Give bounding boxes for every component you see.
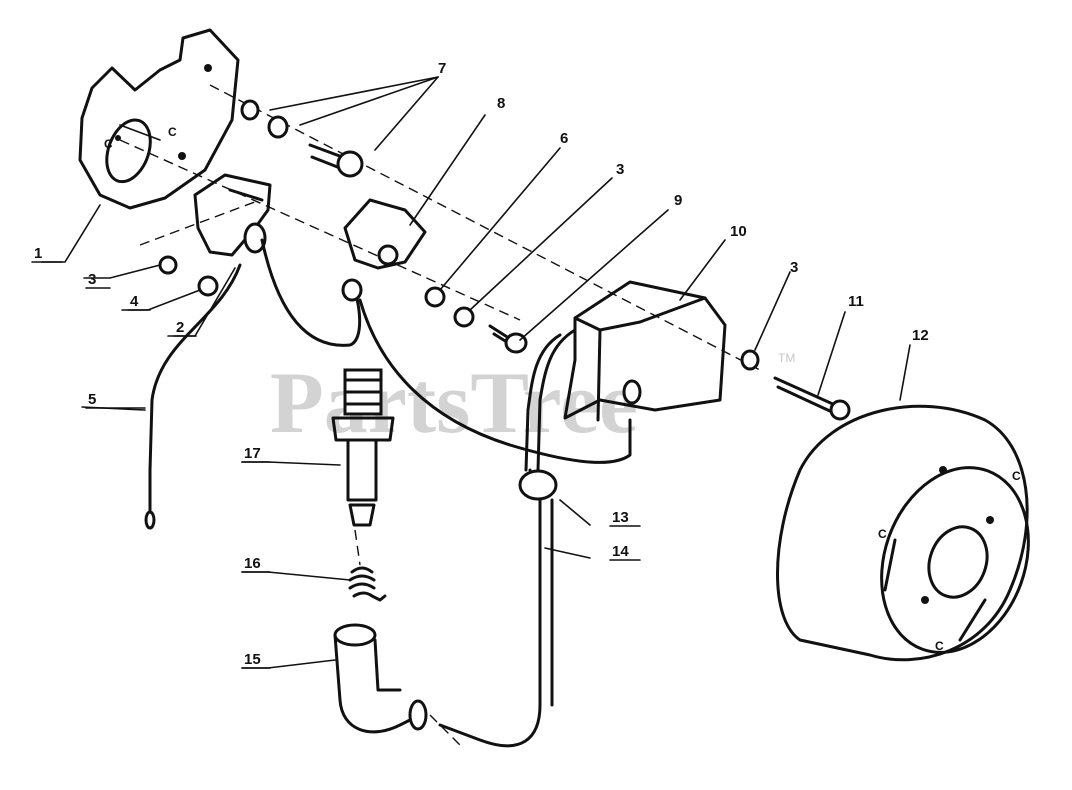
watermark-tm: TM [778,351,795,365]
callout-1: 1 [34,245,42,262]
part-17-spark-plug [331,368,395,527]
watermark-text: PartsTree [270,355,638,452]
svg-text:C: C [168,125,177,139]
svg-text:C: C [878,527,887,541]
callout-17: 17 [244,445,261,462]
callout-13: 13 [612,509,629,526]
callout-11: 11 [848,293,864,310]
svg-text:C: C [935,639,944,653]
callout-labels: 1 2 3 3 3 4 5 6 7 8 9 10 11 12 13 14 15 … [34,60,929,668]
part-7-washers-screw [240,99,364,178]
part-1-stator-plate: C C [78,28,240,210]
part-12-flywheel: C C C [776,404,1030,662]
part-6-3-9-fasteners [424,286,528,354]
callout-3-center: 3 [616,161,624,178]
callout-9: 9 [674,192,682,209]
callout-16: 16 [244,555,261,572]
part-13-14-grommet-lead [438,328,577,748]
callout-6: 6 [560,130,568,147]
callout-10: 10 [730,223,747,240]
part-3-4-nut-screw-left [158,255,219,297]
svg-text:C: C [1012,469,1021,483]
part-16-spring [348,566,387,602]
callout-5: 5 [88,391,96,408]
part-8-breaker-points [341,198,632,464]
part-2-bracket [193,173,272,257]
part-5-lead-wire [144,238,362,530]
callout-2: 2 [176,319,184,336]
callout-3-right: 3 [790,259,798,276]
callout-underlines [31,261,641,669]
part-10-ignition-coil [563,280,727,422]
part-3-11-nut-bolt-right [740,349,851,421]
callout-14: 14 [612,543,629,560]
watermark: PartsTree TM [270,351,795,452]
svg-text:C: C [104,137,113,151]
callout-7: 7 [438,60,446,77]
callout-3-left: 3 [88,271,96,288]
assembly-centerlines [119,84,761,746]
callout-4: 4 [130,293,139,310]
callout-12: 12 [912,327,929,344]
callout-8: 8 [497,95,505,112]
part-15-spark-plug-boot [333,623,428,734]
callout-15: 15 [244,651,261,668]
